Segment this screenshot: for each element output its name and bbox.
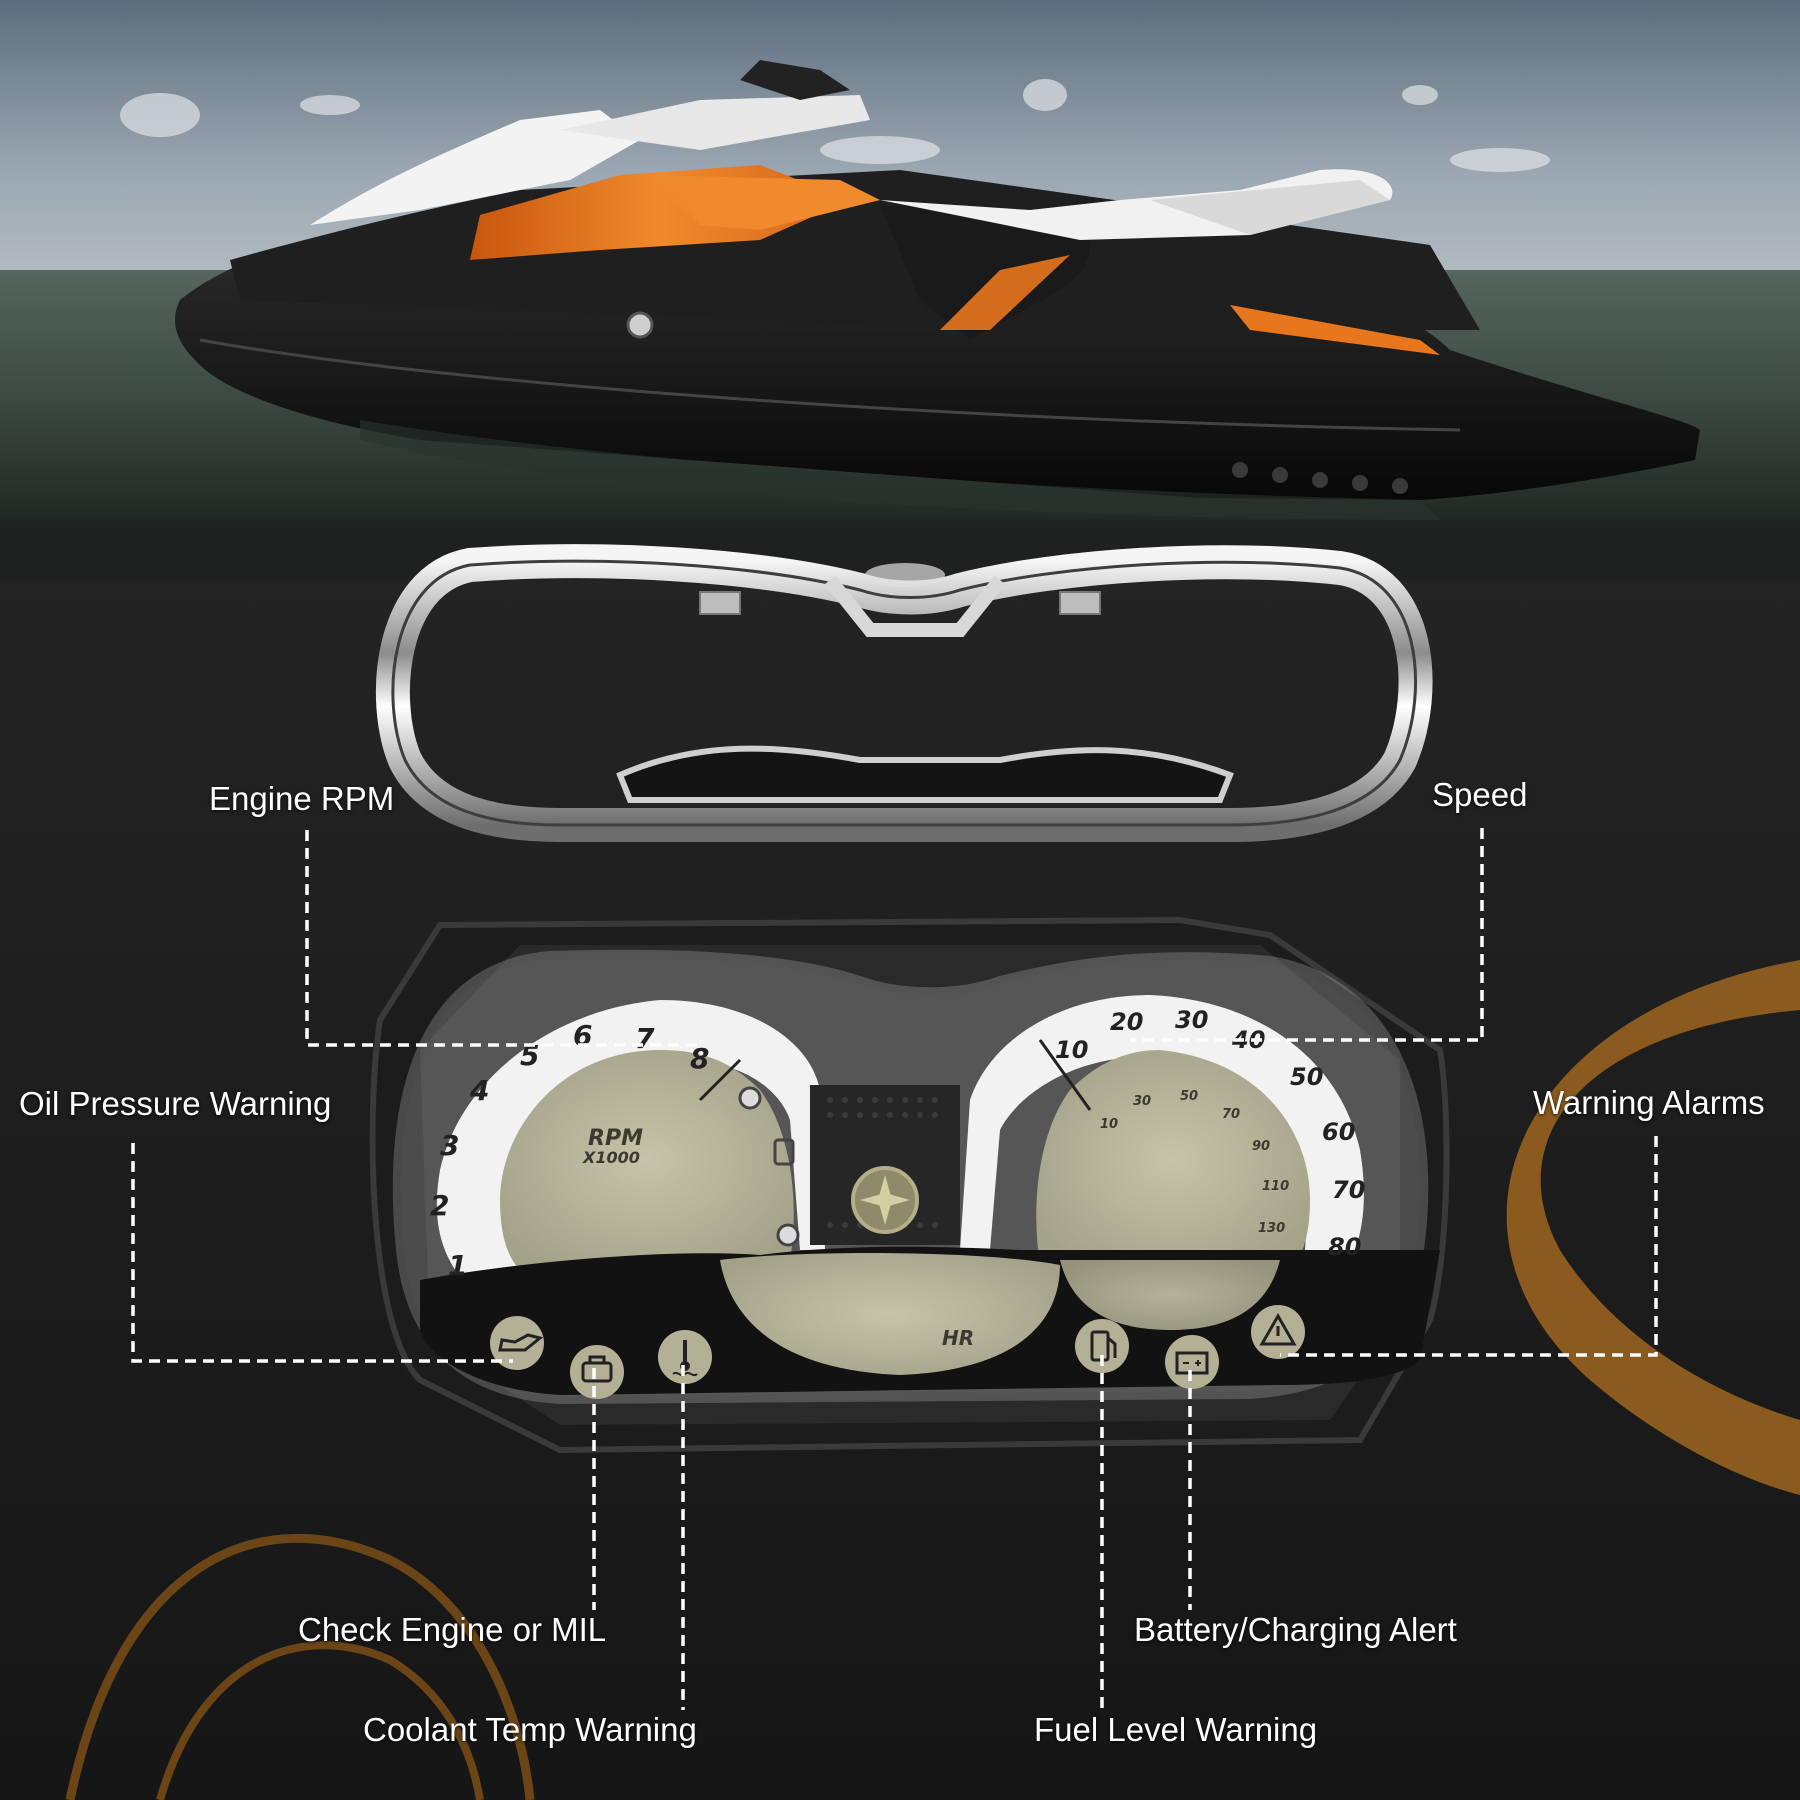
leader-warning-alarms: [1280, 1136, 1658, 1357]
chrome-bezel: [375, 544, 1433, 842]
callout-engine-rpm: Engine RPM: [209, 780, 395, 817]
swirl-left-outer: [65, 1533, 535, 1800]
thermometer-icon: [658, 1330, 712, 1384]
oil-can-icon: [490, 1316, 544, 1370]
callout-coolant: Coolant Temp Warning: [363, 1711, 697, 1748]
speed-scale-inner: 10 30 50 70 90 110 130: [1100, 1089, 1289, 1236]
engine-icon: [570, 1345, 624, 1399]
warning-triangle-icon: [1251, 1305, 1305, 1359]
speed-inner-tick-label: 30: [1133, 1094, 1151, 1109]
leader-engine-rpm: [305, 830, 700, 1047]
gauge-cluster: 1 2 3 4 5 6 7 8 RPM X1000 10 20 30 40 50…: [369, 916, 1450, 1454]
callout-oil-pressure: Oil Pressure Warning: [19, 1085, 332, 1122]
rpm-multiplier: X1000: [582, 1148, 640, 1167]
speed-inner-tick-label: 110: [1262, 1179, 1289, 1194]
fuel-small-icon: [773, 1138, 795, 1166]
speed-tick-label: 80: [1328, 1233, 1361, 1261]
speed-inner-tick-label: 130: [1258, 1221, 1285, 1236]
leader-lines: [131, 828, 1658, 1710]
callout-warning-alarms: Warning Alarms: [1533, 1084, 1765, 1121]
speed-inner-tick-label: 50: [1180, 1089, 1198, 1104]
callout-fuel: Fuel Level Warning: [1034, 1711, 1318, 1748]
rpm-tick-label: 6: [573, 1019, 592, 1052]
hour-meter-label: HR: [942, 1326, 974, 1350]
leader-oil: [131, 1143, 513, 1363]
rpm-label: RPM: [588, 1126, 643, 1151]
clouds: [120, 79, 1550, 172]
speed-inner-tick-label: 70: [1222, 1107, 1240, 1122]
jet-ski: [175, 60, 1700, 520]
rpm-tick-label: 8: [690, 1042, 709, 1075]
speed-inner-tick-label: 10: [1100, 1117, 1118, 1132]
rpm-tick-label: 4: [469, 1074, 489, 1107]
speed-tick-label: 20: [1110, 1008, 1143, 1036]
speed-inner-tick-label: 90: [1252, 1139, 1270, 1154]
speed-tick-label: 60: [1322, 1118, 1355, 1146]
rpm-tick-label: 1: [448, 1249, 467, 1282]
rpm-tick-label: 5: [520, 1039, 539, 1072]
speed-tick-label: 10: [1055, 1036, 1088, 1064]
callout-check-engine: Check Engine or MIL: [298, 1611, 607, 1648]
speed-tick-label: 50: [1290, 1063, 1323, 1091]
callout-battery: Battery/Charging Alert: [1134, 1611, 1457, 1648]
swirl-left-inner: [156, 1641, 484, 1800]
callout-speed: Speed: [1432, 776, 1528, 813]
rpm-tick-label: 7: [635, 1022, 655, 1055]
rpm-tick-label: 2: [430, 1189, 449, 1222]
fuel-pump-icon: [1075, 1319, 1129, 1373]
rpm-tick-label: 3: [440, 1129, 459, 1162]
speed-tick-label: 70: [1332, 1176, 1365, 1204]
swirl-right: [1506, 960, 1800, 1495]
battery-icon: [1165, 1335, 1219, 1389]
speed-tick-label: 30: [1175, 1006, 1208, 1034]
